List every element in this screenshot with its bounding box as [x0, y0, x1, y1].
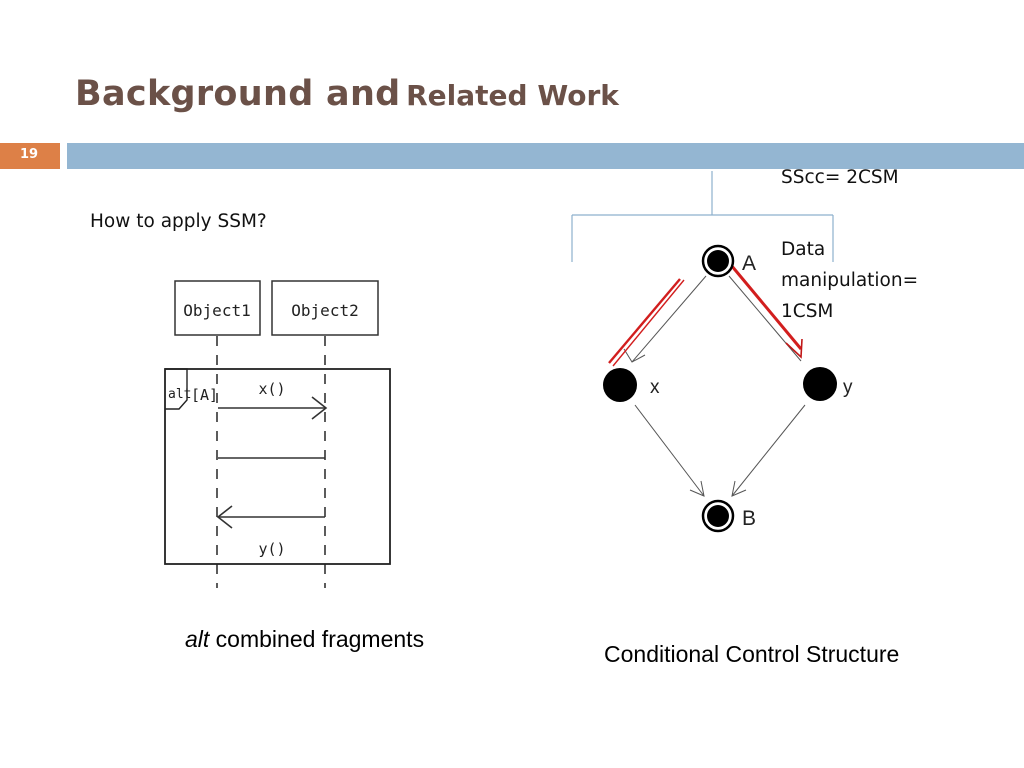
title-part1: Background and: [75, 74, 401, 114]
data-line-1: Data: [781, 239, 826, 260]
right-caption: Conditional Control Structure: [604, 641, 900, 667]
edge-a-x-head: [623, 348, 646, 363]
object1-box: [174, 280, 261, 336]
page-title: Background and Related Work: [75, 74, 619, 114]
data-line-3: 1CSM: [781, 301, 834, 322]
title-part2: Related Work: [406, 79, 619, 112]
highlight-path-y: [729, 264, 803, 350]
node-y: [803, 367, 837, 401]
node-x: [603, 368, 637, 402]
alt-guard: [A]: [191, 386, 218, 404]
slide-number: 19: [0, 143, 60, 169]
message-forward-label: x(): [258, 380, 285, 398]
message-back-label: y(): [258, 540, 285, 558]
caption-italic: alt: [185, 626, 210, 652]
node-x-label: x: [650, 377, 660, 398]
sscc-label: SScc= 2CSM: [781, 167, 899, 188]
node-b-label: B: [742, 507, 756, 530]
left-caption: alt combined fragments: [185, 626, 424, 653]
data-line-2: manipulation=: [781, 270, 919, 291]
object2-label: Object2: [291, 301, 358, 320]
highlight-path-y-head: [785, 338, 803, 359]
caption-rest: combined fragments: [209, 626, 425, 652]
object2-box: [271, 280, 379, 336]
edge-a-y: [728, 275, 802, 362]
edge-y-b: [731, 404, 806, 497]
alt-tab: [165, 368, 188, 410]
header-bar: [67, 143, 1024, 169]
message-back-head: [216, 505, 233, 529]
object1-label: Object1: [183, 301, 250, 320]
edge-x-b-head: [689, 480, 705, 497]
node-a: [707, 250, 729, 272]
highlight-path-x: [608, 278, 681, 364]
node-b: [707, 505, 729, 527]
highlight-path-x-inner: [612, 279, 685, 367]
message-forward-head: [311, 396, 328, 420]
question-text: How to apply SSM?: [90, 211, 267, 232]
node-y-label: y: [843, 377, 853, 398]
edge-x-b: [634, 404, 705, 497]
node-a-label: A: [742, 252, 756, 275]
edge-a-x: [631, 275, 707, 363]
alt-operator: alt: [168, 387, 191, 402]
alt-fragment: [164, 368, 391, 565]
edge-y-b-head: [731, 480, 747, 497]
